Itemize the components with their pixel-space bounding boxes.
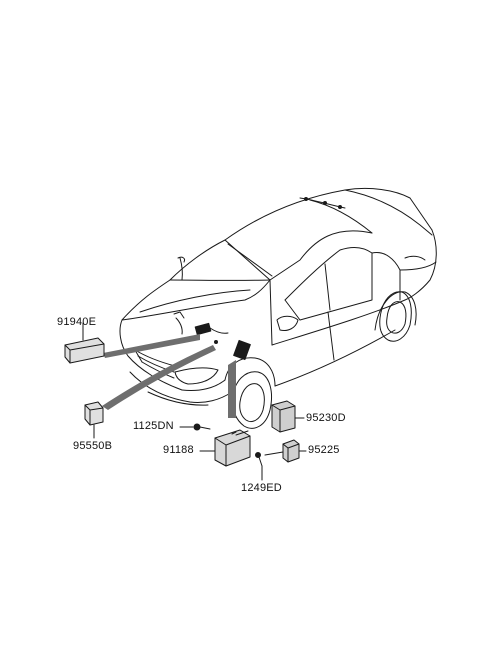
part-label-1125DN: 1125DN [133,420,174,432]
part-label-95225: 95225 [308,444,340,456]
part-95230D [271,400,305,433]
part-label-91940E: 91940E [57,316,97,328]
part-label-95550B: 95550B [73,440,113,452]
part-95225 [264,439,307,463]
leader-bands [102,334,236,418]
part-91940E [64,322,105,364]
car-outline [119,187,437,429]
part-1125DN [179,423,211,431]
part-label-95230D: 95230D [306,412,346,424]
part-1249ED [255,452,263,481]
part-label-91188: 91188 [163,444,194,456]
part-91188 [199,429,251,467]
part-95550B [84,401,104,439]
part-label-1249ED: 1249ED [241,482,282,494]
